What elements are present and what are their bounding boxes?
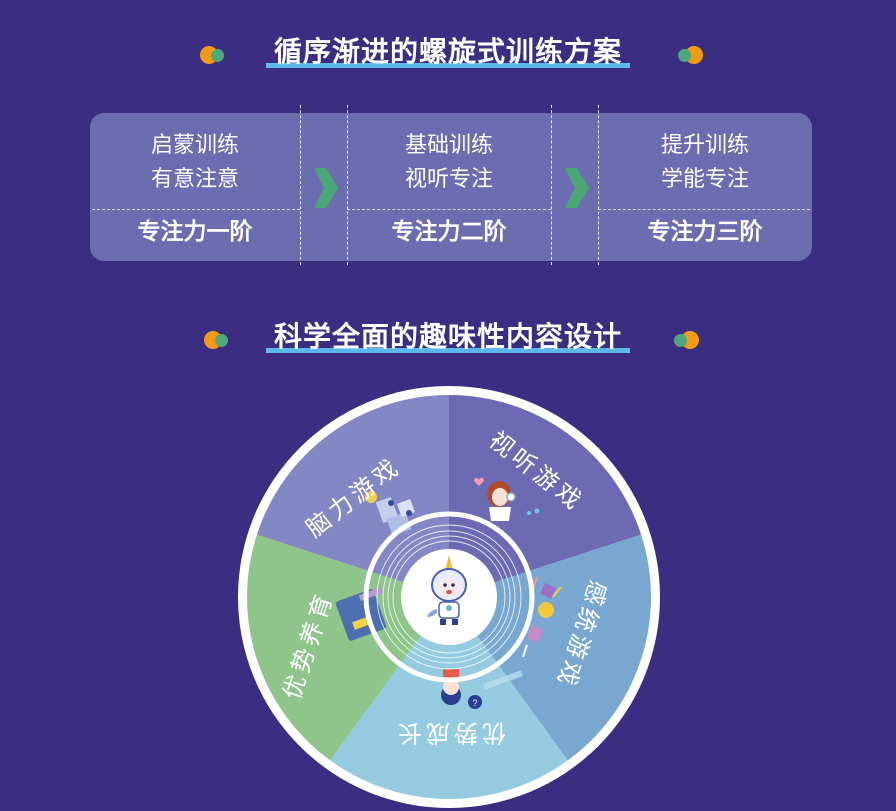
lightbulb-blocks-illustration	[365, 491, 415, 536]
divider	[598, 209, 810, 210]
divider	[347, 209, 551, 210]
section-heading: 循序渐进的螺旋式训练方案	[273, 35, 623, 68]
segment-sensory	[449, 534, 651, 761]
decor-dots-left	[204, 329, 234, 351]
girl-headphones-illustration	[474, 477, 540, 521]
stage-column-1: 启蒙训练 有意注意 专注力一阶	[90, 113, 300, 261]
stage-label: 专注力二阶	[391, 219, 507, 245]
decor-dots-right	[674, 44, 704, 66]
title-wrap: 科学全面的趣味性内容设计	[265, 318, 631, 356]
stage-column-2: 基础训练 视听专注 专注力二阶	[347, 113, 551, 261]
divider	[92, 209, 300, 210]
training-type: 提升训练	[660, 133, 749, 158]
training-focus: 视听专注	[404, 167, 493, 192]
green-dot-icon	[674, 334, 687, 347]
divider	[551, 105, 552, 265]
training-type: 启蒙训练	[150, 133, 239, 158]
child-question-illustration: ?	[441, 669, 523, 709]
segment-parenting	[247, 534, 449, 761]
title-underline	[265, 348, 631, 353]
divider	[347, 105, 348, 265]
training-type: 基础训练	[404, 133, 493, 158]
decor-dots-right	[670, 329, 700, 351]
segment-brain	[256, 395, 449, 597]
training-stages-card	[90, 113, 812, 261]
section-title-content-design: 科学全面的趣味性内容设计	[0, 312, 896, 362]
stage-label: 专注力三阶	[647, 219, 763, 245]
content-wheel: ?	[238, 386, 660, 808]
sensory-toys-illustration	[522, 576, 562, 658]
unicorn-astronaut-mascot	[427, 555, 467, 625]
green-dot-icon	[215, 334, 228, 347]
section-title-training-plan: 循序渐进的螺旋式训练方案	[0, 27, 896, 77]
divider	[300, 105, 301, 265]
stage-column-3: 提升训练 学能专注 专注力三阶	[598, 113, 812, 261]
stage-label: 专注力一阶	[137, 219, 253, 245]
title-underline	[265, 63, 631, 68]
chevron-right-icon	[565, 168, 589, 208]
training-focus: 有意注意	[150, 167, 239, 192]
segment-label-growth: 优势成长	[394, 719, 506, 747]
divider	[598, 105, 599, 265]
green-dot-icon	[211, 49, 224, 62]
title-wrap: 循序渐进的螺旋式训练方案	[265, 33, 631, 71]
chevron-right-icon	[314, 168, 338, 208]
segment-audiovisual	[449, 395, 642, 597]
green-dot-icon	[678, 49, 691, 62]
training-focus: 学能专注	[660, 167, 749, 192]
decor-dots-left	[200, 44, 230, 66]
svg-text:?: ?	[472, 698, 477, 708]
section-heading: 科学全面的趣味性内容设计	[273, 320, 623, 353]
